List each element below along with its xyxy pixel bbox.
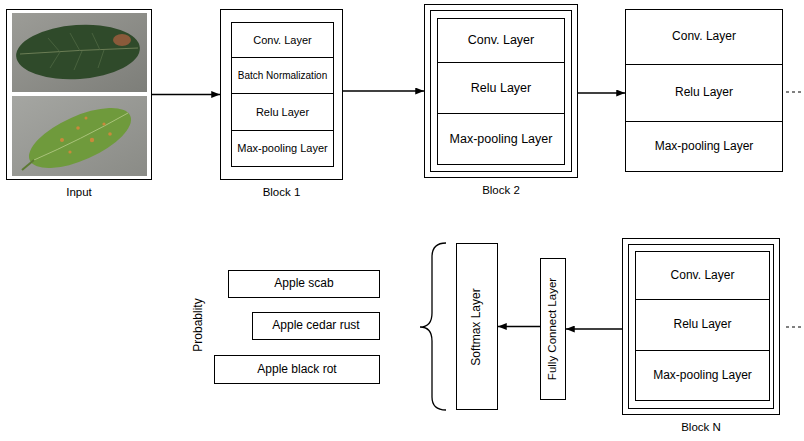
layer-name: Fully Connect Layer [546, 278, 559, 380]
layer-box: Relu Layer [625, 64, 783, 122]
layer-box: Max-pooling Layer [437, 113, 565, 165]
layer-name: Relu Layer [675, 86, 733, 100]
layer-box: Fully Connect Layer [540, 258, 566, 400]
layer-name: Conv. Layer [671, 269, 735, 283]
flow-arrow [578, 92, 625, 93]
block-box: Conv. LayerRelu LayerMax-pooling LayerBl… [424, 4, 578, 178]
layer-name: Conv. Layer [253, 34, 312, 47]
block-label: Input [66, 186, 92, 199]
layer-box: Max-pooling Layer [635, 350, 770, 401]
leaf-photo [12, 13, 147, 92]
layer-name: Max-pooling Layer [655, 140, 754, 154]
flow-arrow [152, 94, 220, 95]
flow-arrow [566, 328, 622, 329]
layer-name: Conv. Layer [672, 30, 736, 44]
layer-name: Softmax Layer [470, 288, 484, 365]
layer-box: Apple cedar rust [252, 312, 380, 340]
layer-box: Relu Layer [437, 62, 565, 114]
layer-name: Relu Layer [471, 81, 531, 95]
axis-label: Probablity [191, 298, 205, 351]
layer-box: Relu Layer [635, 299, 770, 351]
layer-name: Max-pooling Layer [653, 369, 752, 383]
layer-box: Apple scab [228, 270, 380, 298]
layer-name: Relu Layer [673, 318, 731, 332]
layer-box: Batch Normalization [231, 57, 334, 94]
layer-name: Max-pooling Layer [237, 142, 328, 155]
layer-name: Conv. Layer [468, 33, 534, 47]
continuation-dashes [786, 92, 801, 93]
flow-arrow [498, 326, 540, 327]
layer-name: Apple scab [274, 277, 333, 291]
layer-box: Apple black rot [214, 355, 380, 384]
layer-box: Conv. Layer [437, 18, 565, 63]
block-box: Input [6, 9, 152, 180]
layer-name: Batch Normalization [238, 70, 327, 82]
block-label: Block 2 [482, 184, 520, 197]
layer-name: Apple black rot [257, 363, 336, 377]
flow-arrow [343, 90, 424, 91]
layer-box: Max-pooling Layer [625, 121, 783, 172]
layer-box: Conv. Layer [231, 22, 334, 58]
layer-box: Max-pooling Layer [231, 130, 334, 167]
layer-name: Relu Layer [256, 106, 309, 119]
block-label: Block 1 [263, 186, 301, 199]
leaf-photo [12, 96, 147, 181]
block-label: Block N [681, 421, 721, 434]
layer-box: Conv. Layer [635, 251, 770, 300]
layer-box: Relu Layer [231, 93, 334, 131]
brace [420, 243, 446, 410]
layer-box: Conv. Layer [625, 9, 783, 65]
layer-box: Softmax Layer [456, 243, 498, 410]
block-box: Conv. LayerRelu LayerMax-pooling LayerBl… [622, 238, 780, 415]
block-box: Conv. LayerBatch NormalizationRelu Layer… [220, 9, 343, 180]
layer-name: Apple cedar rust [272, 319, 359, 333]
continuation-dashes [786, 327, 801, 328]
layer-name: Max-pooling Layer [450, 132, 553, 146]
